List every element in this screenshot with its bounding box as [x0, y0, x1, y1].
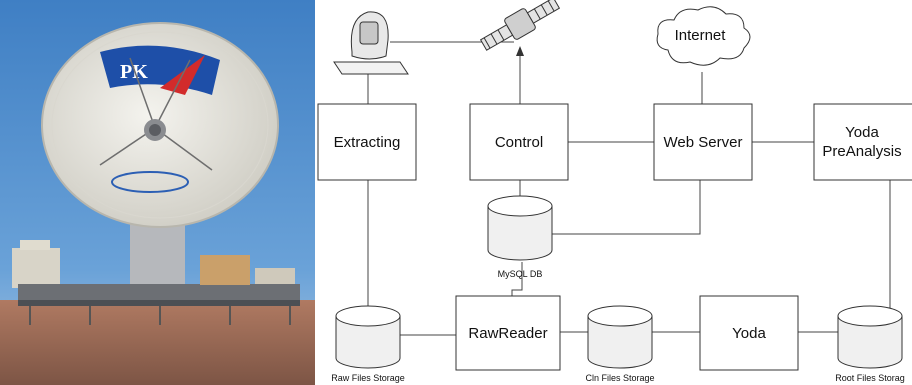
mysql-db-label: MySQL DB [498, 269, 543, 279]
extracting-box: Extracting [317, 103, 417, 181]
satellite-dish-photo: PK [0, 0, 315, 385]
internet-label: Internet [675, 27, 727, 44]
yoda-preanalysis-label-2: PreAnalysis [822, 143, 901, 160]
rawreader-box: RawReader [455, 295, 561, 371]
mysql-db-cylinder: MySQL DB [487, 195, 553, 279]
architecture-diagram: Internet Extracting Control Web Server Y… [317, 0, 912, 383]
computer-terminal-icon [333, 11, 409, 75]
web-server-box: Web Server [653, 103, 753, 181]
raw-storage-label: Raw Files Storage [331, 373, 405, 383]
root-storage-cylinder: Root Files Storag [835, 305, 905, 383]
satellite-icon [479, 0, 561, 51]
cln-storage-cylinder: Cln Files Storage [585, 305, 655, 383]
cln-storage-label: Cln Files Storage [585, 373, 654, 383]
yoda-preanalysis-box: Yoda PreAnalysis [813, 103, 912, 181]
arrowhead-icon [516, 46, 524, 56]
internet-cloud-icon: Internet [656, 6, 751, 66]
yoda-label: Yoda [732, 325, 766, 342]
root-storage-label: Root Files Storag [835, 373, 905, 383]
control-label: Control [495, 134, 543, 151]
rawreader-label: RawReader [468, 325, 547, 342]
yoda-box: Yoda [699, 295, 799, 371]
raw-storage-cylinder: Raw Files Storage [331, 305, 405, 383]
dish-logo-text: PK [120, 61, 148, 83]
connector-lines [367, 41, 891, 336]
control-box: Control [469, 103, 569, 181]
web-server-label: Web Server [664, 134, 743, 151]
yoda-preanalysis-label-1: Yoda [845, 124, 879, 141]
extracting-label: Extracting [334, 134, 401, 151]
